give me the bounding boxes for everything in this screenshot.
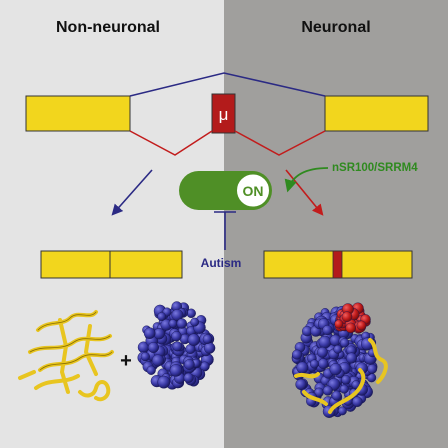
inclusion-splice-line-right: [234, 130, 326, 156]
blue-sphere: [172, 341, 183, 352]
switch-knob: [235, 172, 271, 209]
red-sphere: [345, 322, 357, 334]
inclusion-arrow: [285, 169, 324, 216]
regulator-arrow: [284, 167, 329, 193]
blue-sphere: [202, 334, 213, 344]
blue-sphere: [317, 358, 329, 369]
red-sphere: [356, 320, 367, 331]
blue-sphere: [171, 331, 182, 342]
microexon-label: μ: [219, 105, 229, 124]
blue-sphere: [190, 317, 200, 327]
blue-sphere: [339, 338, 350, 348]
blue-sphere: [295, 378, 307, 391]
inclusion-splice-line-left: [129, 130, 213, 156]
switch-label: ON: [243, 183, 264, 199]
blue-sphere: [292, 349, 303, 360]
blue-sphere: [367, 363, 378, 374]
blue-sphere: [318, 335, 332, 349]
right-panel-title: Neuronal: [301, 19, 370, 36]
downstream-exon: [324, 95, 429, 132]
regulator-label: nSR100/SRRM4: [332, 162, 418, 174]
blue-sphere: [346, 352, 358, 364]
blue-sphere: [140, 352, 150, 362]
red-sphere: [334, 319, 344, 329]
blue-sphere: [187, 333, 201, 346]
blue-sphere: [333, 344, 343, 354]
blue-sphere: [146, 365, 156, 375]
blue-sphere: [322, 325, 333, 336]
included-microexon: [332, 250, 343, 279]
blue-sphere: [183, 359, 195, 370]
red-sphere: [341, 311, 353, 323]
microexon: [211, 93, 236, 134]
blue-sphere: [157, 375, 171, 389]
blue-sphere: [339, 384, 349, 394]
blue-sphere: [309, 359, 319, 369]
blue-sphere: [183, 372, 194, 383]
blue-sphere: [169, 364, 183, 377]
left-panel-title: Non-neuronal: [56, 19, 160, 36]
blue-sphere: [331, 390, 342, 401]
yellow-protein-outline-left: [29, 311, 113, 371]
skipping-splice-line: [129, 72, 326, 97]
inhibitor-label: Autism: [201, 256, 242, 270]
blue-sphere: [296, 361, 309, 374]
red-microexon-residues: [334, 302, 371, 334]
blue-sphere: [157, 312, 167, 321]
plus-sign: +: [120, 350, 132, 372]
blue-protein-domain-left: [137, 301, 216, 390]
blue-sphere: [317, 346, 328, 358]
blue-sphere: [329, 363, 342, 376]
blue-sphere: [322, 385, 333, 396]
blue-sphere: [143, 327, 156, 340]
skipped-mrna: [40, 250, 183, 279]
blue-sphere: [151, 354, 164, 367]
blue-sphere: [351, 396, 363, 408]
blue-sphere: [147, 342, 159, 354]
blue-sphere: [176, 318, 188, 329]
blue-sphere: [337, 406, 347, 416]
blue-sphere: [341, 374, 351, 385]
yellow-protein-domain-right: [294, 338, 388, 414]
skipping-arrow: [111, 169, 153, 216]
blue-sphere: [203, 342, 216, 354]
upstream-exon: [25, 95, 131, 132]
